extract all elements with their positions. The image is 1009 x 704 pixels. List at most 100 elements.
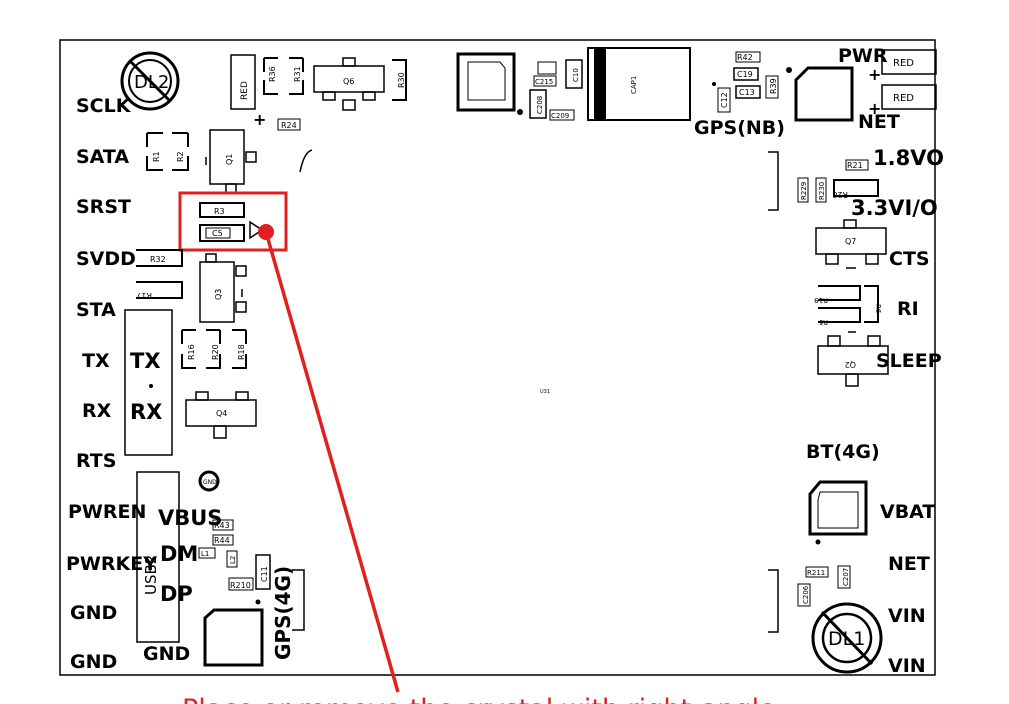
svg-text:C206: C206 (802, 585, 810, 604)
label-sta: STA (76, 299, 116, 321)
label-rx: RX (82, 400, 112, 422)
dl2-label: DL2 (134, 72, 169, 93)
gps-4g-antenna: GPS(4G) (203, 566, 305, 667)
label-net-bottom: NET (888, 553, 930, 575)
svg-text:R36: R36 (268, 66, 277, 82)
led-red-left: RED + (230, 54, 266, 129)
svg-text:R230: R230 (818, 182, 826, 200)
resistor-r1-r2: R1 R2 (146, 132, 189, 171)
svg-text:GND: GND (203, 479, 217, 486)
right-passives-1: R21 R229 R230 R28 (797, 159, 879, 203)
label-pwren: PWREN (68, 501, 146, 523)
svg-text:R42: R42 (737, 53, 753, 62)
label-vin-2: VIN (888, 655, 926, 677)
usb2-label: USB2 (142, 555, 160, 595)
svg-text:C5: C5 (212, 229, 223, 238)
svg-text:Q1: Q1 (225, 154, 234, 165)
label-ri: RI (897, 298, 919, 320)
label-gnd-1: GND (70, 602, 117, 624)
label-u31: U31 (540, 389, 550, 395)
svg-text:C12: C12 (720, 92, 729, 108)
highlight-box (178, 191, 288, 252)
transistor-q3: Q3 (199, 253, 247, 323)
transistor-q1: Q1 (205, 129, 257, 194)
gps-4g-label: GPS(4G) (271, 566, 295, 660)
dp-label: DP (160, 582, 193, 606)
transistor-q6: Q6 (313, 57, 385, 111)
svg-text:R39: R39 (769, 78, 778, 94)
svg-text:C209: C209 (551, 112, 569, 120)
usb-header: VBUS DM DP USB2 GND (136, 471, 222, 665)
dm-label: DM (160, 542, 198, 566)
svg-text:C215: C215 (535, 78, 553, 86)
transistor-q2: Q2 (817, 331, 889, 387)
label-rts: RTS (76, 450, 116, 472)
gps-nb-label: GPS(NB) (694, 117, 785, 139)
svg-text:Q2: Q2 (845, 360, 856, 369)
svg-text:C207: C207 (842, 568, 850, 586)
red-led-top: RED (893, 58, 914, 69)
tx-rx-header: TX RX (124, 309, 173, 456)
svg-text:Q4: Q4 (216, 409, 227, 418)
gnd-usb-label: GND (143, 643, 190, 665)
dl1-label: DL1 (828, 628, 865, 650)
svg-text:R18: R18 (237, 344, 246, 360)
label-gnd-2: GND (70, 651, 117, 673)
svg-text:R21: R21 (847, 161, 863, 170)
svg-text:C10: C10 (572, 68, 580, 82)
svg-text:R229: R229 (800, 182, 808, 200)
resistor-r17: R17 (136, 281, 183, 300)
svg-text:L2: L2 (229, 556, 237, 564)
rx-header-label: RX (130, 400, 162, 424)
capacitor-cap1: CAP1 (587, 47, 691, 121)
svg-text:R44: R44 (214, 536, 230, 545)
svg-text:R43: R43 (214, 521, 230, 530)
right-passives-2: R19 R5 R6 (814, 285, 882, 326)
svg-text:R31: R31 (293, 66, 302, 82)
svg-text:R30: R30 (397, 72, 406, 88)
transistor-q4: Q4 (185, 391, 257, 439)
svg-text:Q7: Q7 (845, 237, 856, 246)
module-corner-left (299, 149, 313, 173)
svg-text:R28: R28 (832, 190, 848, 199)
svg-text:R32: R32 (150, 255, 166, 264)
top-right-passives: R42 C19 C13 C12 R39 (712, 51, 779, 113)
svg-text:R3: R3 (214, 207, 225, 216)
bt-antenna (808, 480, 868, 545)
label-1v8: 1.8VO (873, 146, 944, 170)
svg-text:R19: R19 (814, 296, 828, 304)
4g-nb-chip (456, 52, 523, 115)
right-labels: PWR NET 1.8VO 3.3VI/O CTS RI SLEEP BT(4G… (806, 45, 944, 677)
svg-text:R5: R5 (819, 318, 828, 326)
leds-red-right: + RED + RED (868, 49, 937, 118)
svg-text:R6: R6 (874, 304, 882, 314)
svg-text:C19: C19 (737, 70, 753, 79)
svg-text:R20: R20 (211, 344, 220, 360)
resistors-r16-r20-r18: R16 R20 R18 (181, 329, 247, 369)
transistor-q7: Q7 (815, 219, 887, 269)
label-net-top: NET (858, 111, 900, 133)
left-labels: SCLK SATA SRST SVDD STA TX RX RTS PWREN … (66, 95, 157, 673)
svg-text:Q6: Q6 (343, 77, 354, 86)
gps-nb-chip (786, 66, 854, 122)
pad-r24 (277, 118, 301, 131)
label-srst: SRST (76, 196, 131, 218)
svg-text:R17: R17 (136, 291, 152, 300)
svg-text:R2: R2 (176, 151, 185, 162)
svg-text:+: + (253, 110, 266, 129)
label-vbat: VBAT (880, 501, 935, 523)
crystal-area: R3 C5 (178, 191, 288, 252)
pointer-line (264, 231, 400, 693)
module-corner-right-bottom (768, 569, 779, 633)
svg-text:R16: R16 (187, 344, 196, 360)
red-led-mid: RED (893, 93, 914, 104)
svg-text:R1: R1 (152, 151, 161, 162)
led-dl1: DL1 (811, 602, 883, 674)
svg-text:C13: C13 (739, 88, 755, 97)
tx-header-label: TX (130, 349, 161, 373)
led-dl2: DL2 (120, 51, 180, 111)
svg-text:+: + (868, 65, 881, 84)
bottom-right-passives: R211 C207 C206 (797, 565, 851, 607)
label-pwr: PWR (838, 45, 888, 67)
label-sleep: SLEEP (876, 350, 942, 372)
